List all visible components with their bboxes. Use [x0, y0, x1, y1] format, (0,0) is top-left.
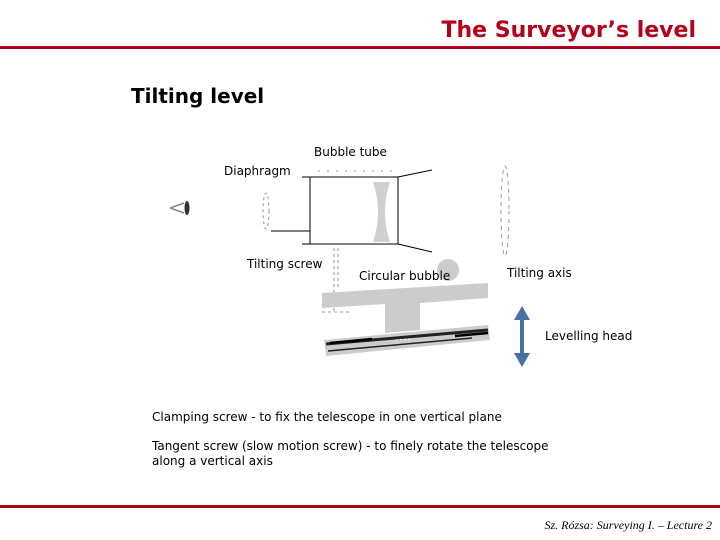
- label-levelling-head: Levelling head: [545, 329, 633, 343]
- focusing-lens: [373, 182, 390, 242]
- objective-lens: [500, 165, 510, 257]
- telescope-body: [309, 176, 399, 245]
- eyepiece-icon: [169, 201, 190, 215]
- circular-bubble: [437, 259, 459, 281]
- section-subtitle: Tilting level: [131, 84, 265, 108]
- diaphragm-lens: [262, 192, 270, 230]
- label-diaphragm: Diaphragm: [224, 164, 291, 178]
- note-tangent-screw-line2: along a vertical axis: [152, 454, 273, 468]
- upper-plate: [322, 283, 488, 333]
- label-circular-bubble: Circular bubble: [359, 269, 451, 283]
- label-tilting-axis: Tilting axis: [507, 266, 572, 280]
- label-bubble-tube: Bubble tube: [314, 145, 387, 159]
- title-divider: [0, 46, 720, 49]
- tilting-screw: [322, 248, 350, 313]
- slide-title: The Surveyor’s level: [441, 18, 696, 43]
- levelling-base: [324, 325, 490, 356]
- note-tangent-screw-line1: Tangent screw (slow motion screw) - to f…: [152, 439, 549, 453]
- footer-divider: [0, 505, 720, 508]
- label-tilting-screw: Tilting screw: [247, 257, 323, 271]
- footer-credit: Sz. Rózsa: Surveying I. – Lecture 2: [544, 518, 712, 532]
- note-clamping-screw: Clamping screw - to fix the telescope in…: [152, 410, 502, 424]
- levelling-arrow: [514, 306, 530, 367]
